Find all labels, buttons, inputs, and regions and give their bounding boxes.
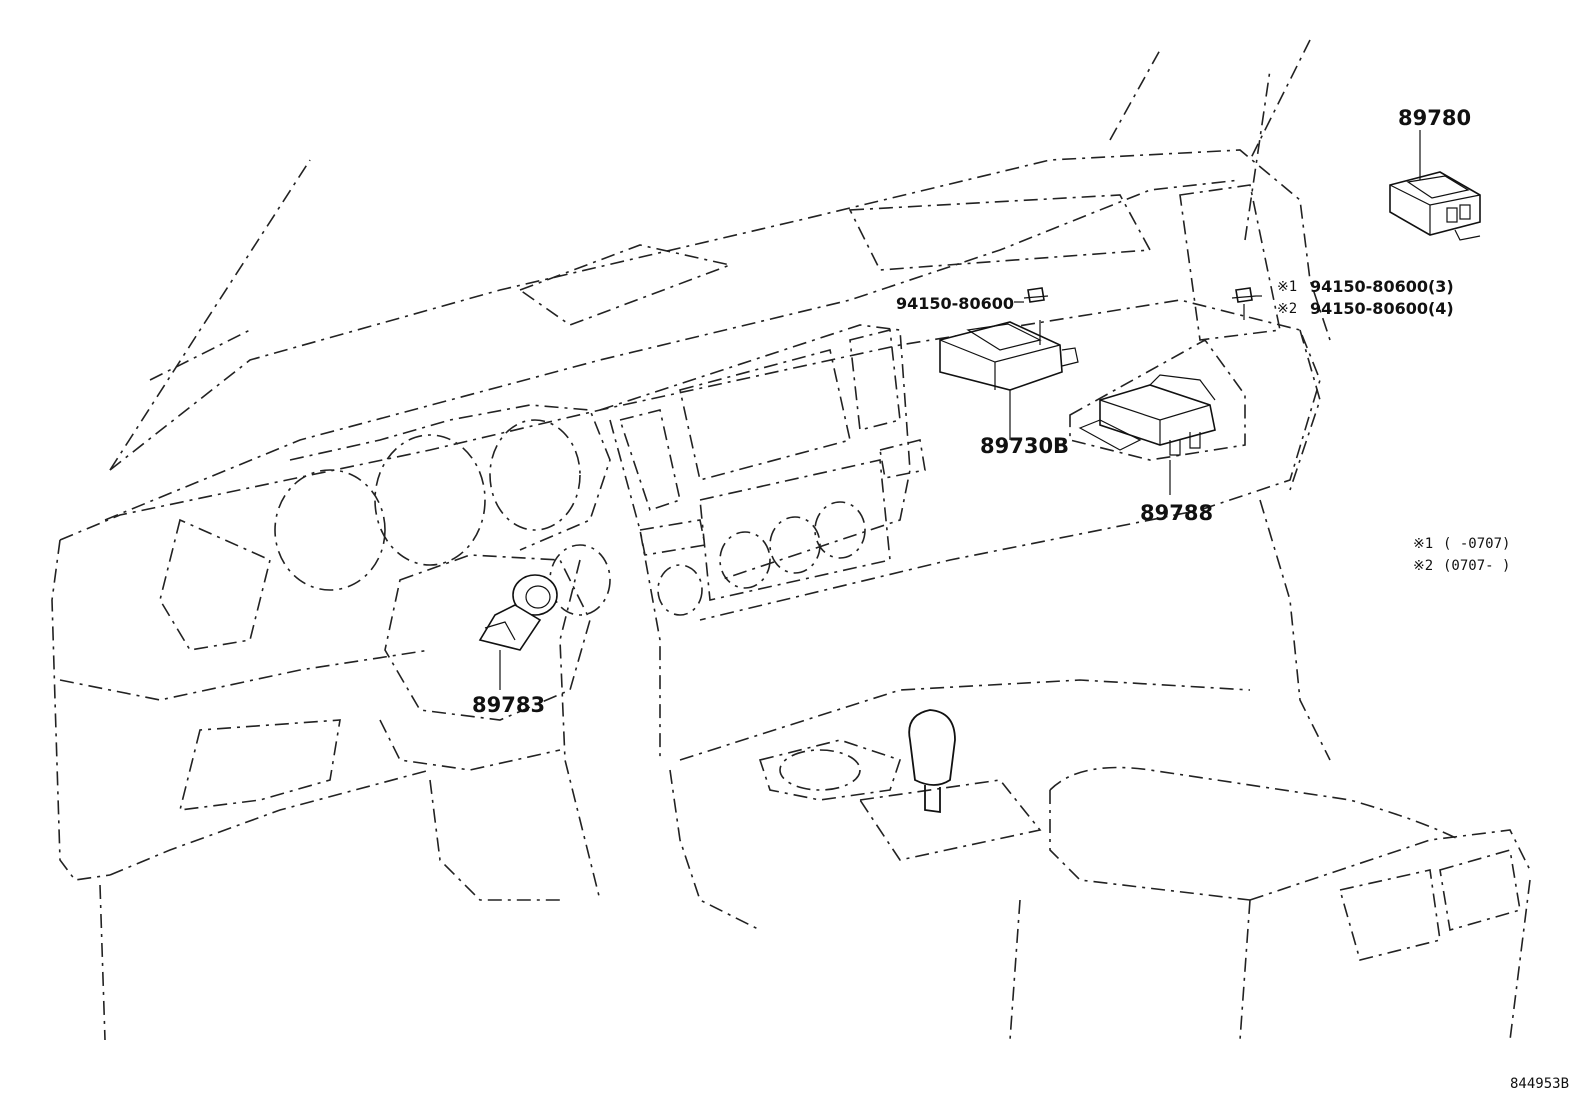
part-89788-bracket (1069, 338, 1246, 495)
bolt-left (1014, 287, 1049, 303)
part-89783-switch (478, 574, 558, 690)
label-89783: 89783 (472, 693, 545, 717)
note-1-range: ( -0707) (1443, 536, 1510, 552)
label-89780: 89780 (1398, 106, 1471, 130)
label-bolt-right-1-mark: ※1 (1277, 279, 1297, 295)
dashboard-outline (51, 39, 1531, 1041)
diagram-id: 844953B (1510, 1076, 1569, 1092)
label-bolt-right-2: 94150-80600(4) (1310, 299, 1454, 318)
label-bolt-right-1: 94150-80600(3) (1310, 277, 1454, 296)
part-89780-module (1389, 130, 1481, 241)
part-89730b-ecu (939, 320, 1079, 440)
label-89730b: 89730B (980, 434, 1069, 458)
label-89788: 89788 (1140, 501, 1213, 525)
note-1-mark: ※1 (1413, 536, 1433, 552)
bolt-right (1231, 287, 1262, 320)
label-bolt-left: 94150-80600 (896, 294, 1014, 313)
note-2-mark: ※2 (1413, 558, 1433, 574)
note-2-range: (0707- ) (1443, 558, 1510, 574)
part-labels: 89780 89730B 89788 89783 94150-80600 ※1 … (472, 106, 1569, 1092)
label-bolt-right-2-mark: ※2 (1277, 301, 1297, 317)
